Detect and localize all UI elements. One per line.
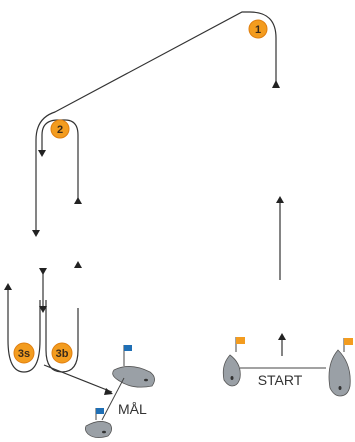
flag-icon bbox=[124, 345, 132, 351]
mark-3s-label: 3s bbox=[18, 348, 30, 360]
course-leg-to-finish bbox=[43, 364, 113, 393]
flag-icon bbox=[236, 337, 245, 344]
flag-icon bbox=[344, 338, 353, 345]
course-leg-start-to-mark-1 bbox=[35, 11, 277, 232]
course-leg-gate-3s-loop bbox=[7, 290, 41, 373]
mark-1-label: 1 bbox=[255, 24, 261, 36]
buoy-mark-1: 1 bbox=[248, 19, 268, 39]
finish-pin-boat bbox=[84, 408, 112, 438]
arrow-icon bbox=[278, 333, 286, 340]
arrow-icon bbox=[104, 388, 113, 395]
arrow-icon bbox=[272, 80, 280, 88]
start-committee-boat bbox=[328, 338, 353, 397]
arrow-icon bbox=[32, 230, 40, 237]
arrow-icon bbox=[4, 283, 12, 290]
buoy-mark-3b: 3b bbox=[51, 342, 73, 364]
arrow-icon bbox=[39, 268, 47, 275]
sailboat-icon bbox=[84, 421, 112, 438]
start-label: START bbox=[258, 372, 303, 388]
arrow-icon bbox=[74, 261, 82, 268]
finish-committee-boat bbox=[112, 345, 155, 388]
arrow-icon bbox=[74, 197, 82, 204]
sailboat-icon bbox=[328, 349, 351, 397]
sailboat-icon bbox=[222, 354, 241, 387]
sailboat-icon bbox=[112, 366, 155, 388]
arrow-icon bbox=[276, 196, 284, 203]
arrow-icon bbox=[38, 150, 46, 157]
flag-icon bbox=[96, 408, 104, 414]
buoy-mark-3s: 3s bbox=[13, 342, 35, 364]
mark-3b-label: 3b bbox=[56, 348, 69, 360]
arrow-icon bbox=[39, 306, 47, 313]
finish-line bbox=[101, 377, 125, 421]
mark-2-label: 2 bbox=[57, 124, 63, 136]
start-pin-boat bbox=[222, 337, 245, 387]
buoy-mark-2: 2 bbox=[50, 119, 70, 139]
finish-label: MÅL bbox=[118, 401, 147, 417]
